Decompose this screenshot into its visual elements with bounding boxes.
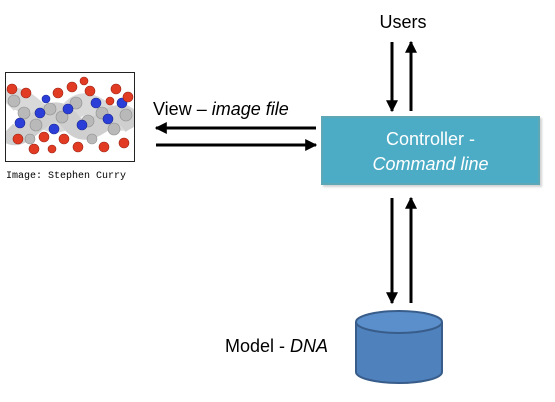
controller-box: Controller - Command line bbox=[321, 116, 540, 185]
users-label: Users bbox=[379, 12, 427, 32]
model-label-subject: DNA bbox=[290, 336, 329, 356]
controller-title: Controller - bbox=[385, 129, 476, 149]
image-caption: Image: Stephen Curry bbox=[6, 171, 127, 182]
database-cylinder-icon bbox=[355, 310, 443, 384]
dna-molecule-icon bbox=[6, 73, 134, 161]
model-label-prefix: Model - bbox=[225, 336, 291, 356]
model-label: Model - DNA bbox=[225, 334, 345, 358]
controller-subtitle: Command line bbox=[372, 154, 489, 174]
view-label: View – image file bbox=[153, 97, 313, 121]
view-label-prefix: View – bbox=[153, 99, 212, 119]
view-label-subject: image file bbox=[211, 99, 289, 119]
dna-molecule-image bbox=[5, 72, 135, 162]
